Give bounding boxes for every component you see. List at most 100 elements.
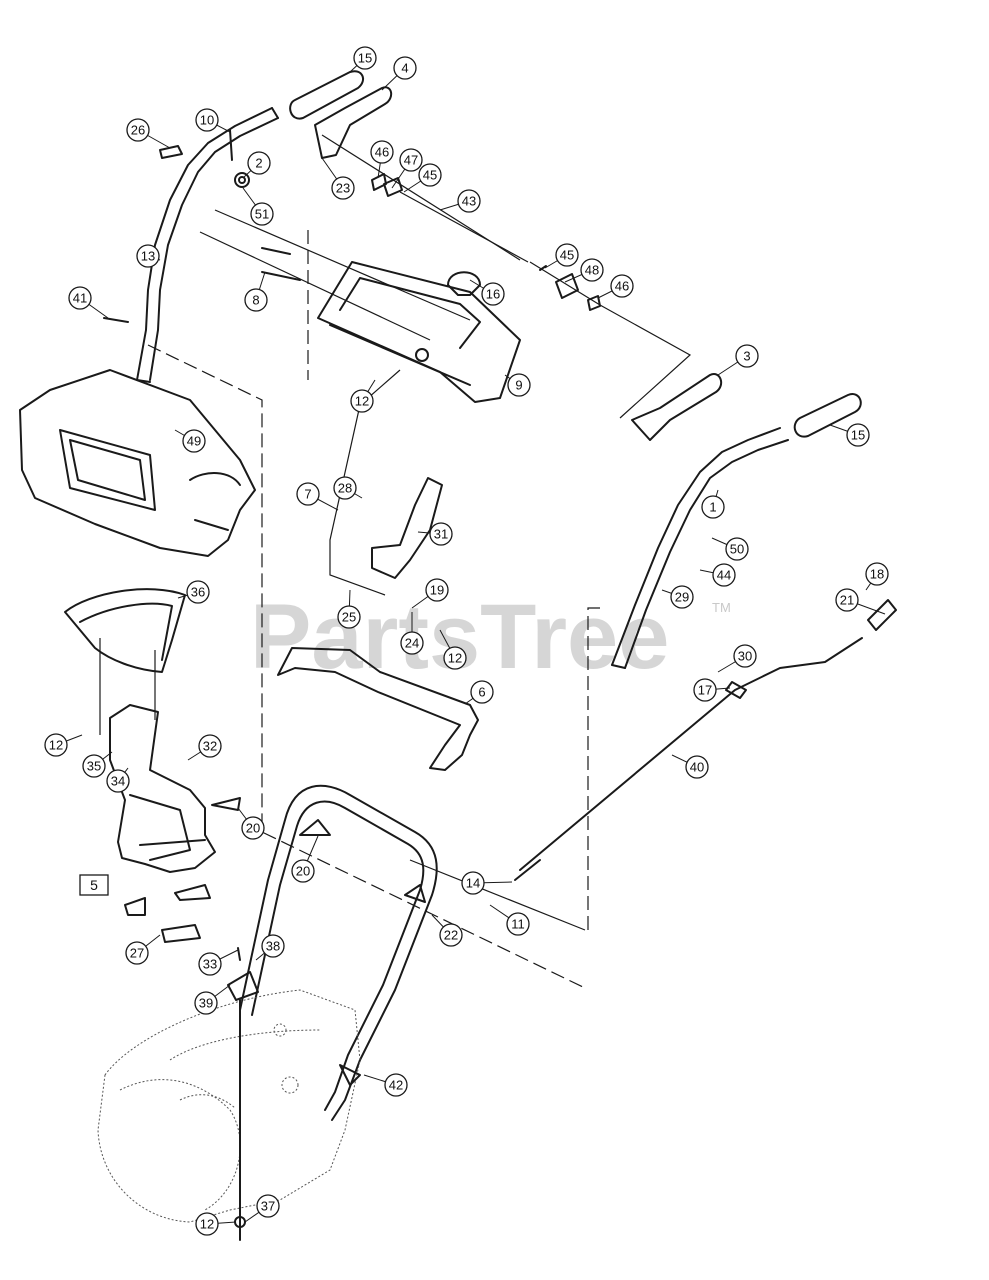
part-callout-34: 34 bbox=[106, 769, 130, 793]
callout-circle bbox=[580, 258, 604, 282]
part-callout-9: 9 bbox=[507, 373, 531, 397]
callout-label: 47 bbox=[404, 153, 418, 168]
callout-circle bbox=[44, 733, 68, 757]
part-callout-32: 32 bbox=[198, 734, 222, 758]
part-callout-29: 29 bbox=[670, 585, 694, 609]
callout-circle bbox=[670, 585, 694, 609]
grip-right-lever bbox=[631, 373, 723, 441]
part-callout-28: 28 bbox=[333, 476, 357, 500]
upper-handle-right bbox=[611, 427, 789, 669]
part-callout-22: 22 bbox=[439, 923, 463, 947]
callout-circle bbox=[418, 163, 442, 187]
callout-label: 15 bbox=[851, 428, 865, 443]
part-callout-31: 31 bbox=[429, 522, 453, 546]
discharge-chute bbox=[109, 704, 241, 873]
callout-circle bbox=[291, 859, 315, 883]
callout-circle bbox=[250, 202, 274, 226]
callout-circle bbox=[195, 1212, 219, 1236]
lower-bracket bbox=[277, 647, 479, 771]
callout-circle bbox=[370, 140, 394, 164]
callout-circle bbox=[425, 578, 449, 602]
callout-circle bbox=[244, 288, 268, 312]
part-callout-45: 45 bbox=[555, 243, 579, 267]
assembly-guide-lines bbox=[99, 134, 692, 989]
callout-circle bbox=[353, 46, 377, 70]
callout-label: 39 bbox=[199, 996, 213, 1011]
callout-circle bbox=[735, 344, 759, 368]
callout-label: 51 bbox=[255, 207, 269, 222]
lever-top bbox=[314, 86, 393, 159]
callout-label: 2 bbox=[255, 156, 262, 171]
callout-circle bbox=[439, 923, 463, 947]
callout-label: 17 bbox=[698, 683, 712, 698]
callout-circle bbox=[261, 934, 285, 958]
callout-label: 44 bbox=[717, 568, 731, 583]
chute-clips bbox=[124, 884, 211, 943]
chute-cover bbox=[19, 369, 256, 557]
part-callout-47: 47 bbox=[399, 148, 423, 172]
callout-label: 20 bbox=[296, 864, 310, 879]
part-callout-39: 39 bbox=[194, 991, 218, 1015]
section-ref-label: 5 bbox=[90, 877, 98, 893]
callout-label: 32 bbox=[203, 739, 217, 754]
callout-label: 3 bbox=[743, 349, 750, 364]
callout-circle bbox=[399, 148, 423, 172]
auger-housing-outline bbox=[97, 989, 361, 1223]
part-callout-24: 24 bbox=[400, 631, 424, 655]
callout-circle bbox=[68, 286, 92, 310]
callout-label: 28 bbox=[338, 481, 352, 496]
callout-label: 12 bbox=[49, 738, 63, 753]
part-callout-36: 36 bbox=[186, 580, 210, 604]
part-callout-12: 12 bbox=[44, 733, 68, 757]
callout-circle bbox=[712, 563, 736, 587]
part-callout-35: 35 bbox=[82, 754, 106, 778]
callout-circle bbox=[443, 646, 467, 670]
callout-label: 48 bbox=[585, 263, 599, 278]
lower-fasteners bbox=[227, 947, 361, 1241]
part-callout-18: 18 bbox=[865, 562, 889, 586]
callout-circle bbox=[506, 912, 530, 936]
part-callout-12: 12 bbox=[443, 646, 467, 670]
callout-label: 7 bbox=[304, 487, 311, 502]
callout-circle bbox=[247, 151, 271, 175]
callout-circle bbox=[331, 176, 355, 200]
part-callout-23: 23 bbox=[331, 176, 355, 200]
callout-circle bbox=[337, 605, 361, 629]
callout-label: 6 bbox=[478, 685, 485, 700]
callout-circle bbox=[136, 244, 160, 268]
callout-label: 26 bbox=[131, 123, 145, 138]
callout-label: 9 bbox=[515, 378, 522, 393]
callout-circle bbox=[701, 495, 725, 519]
part-callout-43: 43 bbox=[457, 189, 481, 213]
callout-label: 12 bbox=[448, 651, 462, 666]
callout-label: 37 bbox=[261, 1199, 275, 1214]
callout-circle bbox=[256, 1194, 280, 1218]
upper-handle-left bbox=[136, 107, 279, 383]
callout-label: 34 bbox=[111, 774, 125, 789]
callout-label: 4 bbox=[401, 61, 408, 76]
callout-circle bbox=[384, 1073, 408, 1097]
part-callout-27: 27 bbox=[125, 941, 149, 965]
part-callout-25: 25 bbox=[337, 605, 361, 629]
callout-circle bbox=[198, 734, 222, 758]
part-callout-14: 14 bbox=[461, 871, 485, 895]
callout-circle bbox=[194, 991, 218, 1015]
callout-label: 18 bbox=[870, 567, 884, 582]
part-callout-48: 48 bbox=[580, 258, 604, 282]
callout-circle bbox=[182, 429, 206, 453]
chute-deflector bbox=[64, 588, 186, 673]
part-callout-50: 50 bbox=[725, 537, 749, 561]
callout-label: 13 bbox=[141, 249, 155, 264]
callout-label: 12 bbox=[355, 394, 369, 409]
callout-label: 30 bbox=[738, 649, 752, 664]
part-callout-20: 20 bbox=[241, 816, 265, 840]
callout-circle bbox=[685, 755, 709, 779]
callout-label: 25 bbox=[342, 610, 356, 625]
part-callout-11: 11 bbox=[506, 912, 530, 936]
callout-circle bbox=[733, 644, 757, 668]
callout-circle bbox=[429, 522, 453, 546]
part-callout-13: 13 bbox=[136, 244, 160, 268]
callout-label: 36 bbox=[191, 585, 205, 600]
callout-label: 46 bbox=[375, 145, 389, 160]
